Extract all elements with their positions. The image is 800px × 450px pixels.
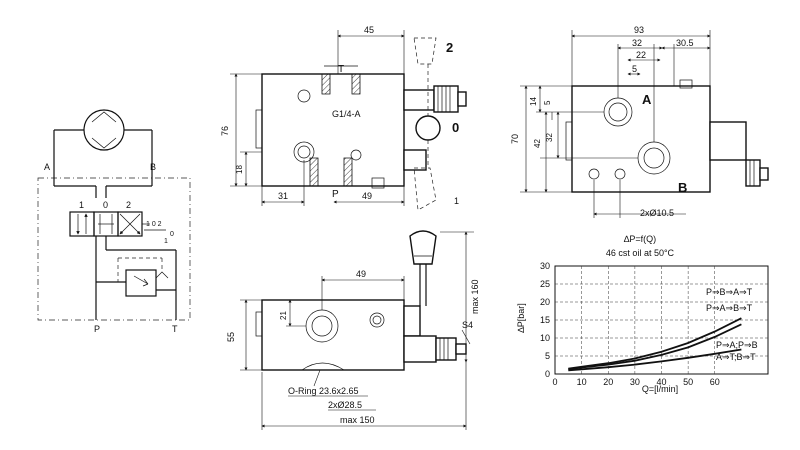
side-dim-5v: 5	[543, 100, 552, 105]
chart-xtick-label: 60	[710, 377, 720, 387]
front-dim-31: 31	[278, 191, 288, 201]
front-lever-2-label: 2	[446, 40, 453, 55]
chart-ytick-label: 15	[540, 315, 550, 325]
chart-annotation-1: P⇒B⇒A⇒T	[706, 287, 753, 297]
relief-valve-symbol	[125, 269, 157, 297]
side-dim-14: 14	[529, 97, 538, 106]
side-dim-70: 70	[510, 134, 520, 144]
top-lever-knob	[409, 230, 437, 265]
schem-port-A: A	[44, 162, 50, 172]
top-dim-max160: max 160	[470, 279, 480, 314]
schem-lever-label-0: 0	[170, 231, 174, 238]
chart-xtick-label: 50	[683, 377, 693, 387]
chart-annotation-3: P⇒A;P⇒B	[716, 340, 758, 350]
valve-position-1-box	[69, 211, 95, 237]
pressure-drop-chart: ∆P=f(Q) 46 cst oil at 50°C ∆P[bar] Q=[l/…	[516, 234, 769, 394]
front-lever-1-label: 1	[454, 196, 459, 206]
side-dim-42: 42	[533, 139, 542, 148]
side-port-B-label: B	[678, 180, 687, 195]
side-dim-93: 93	[634, 25, 644, 35]
side-hole-label: 2xØ10.5	[640, 208, 674, 218]
top-dim-21: 21	[279, 311, 288, 320]
front-port-P-label: P	[332, 189, 339, 200]
chart-xtick-label: 10	[577, 377, 587, 387]
side-dim-30-5: 30.5	[676, 38, 694, 48]
schem-port-P: P	[94, 324, 100, 334]
schem-pos-2: 2	[126, 200, 131, 210]
side-port-A-label: A	[642, 92, 652, 107]
schem-port-B: B	[150, 162, 156, 172]
chart-series-line-2	[568, 323, 742, 371]
side-view: A B 93 32 30.5 22 5 70 14 5 42	[510, 25, 769, 218]
chart-series-line-3	[568, 348, 742, 372]
chart-title: ∆P=f(Q)	[624, 234, 656, 244]
top-hole-label: 2xØ28.5	[328, 400, 362, 410]
top-dim-49: 49	[356, 269, 366, 279]
chart-xtick-label: 20	[603, 377, 613, 387]
front-dim-49: 49	[362, 191, 372, 201]
chart-ytick-label: 25	[540, 279, 550, 289]
chart-xlabel: Q=[l/min]	[642, 384, 678, 394]
hydraulic-motor-symbol	[83, 109, 125, 151]
schem-pos-1: 1	[79, 200, 84, 210]
chart-subtitle: 46 cst oil at 50°C	[606, 248, 675, 258]
chart-series-group	[568, 317, 742, 372]
chart-xtick-label: 0	[552, 377, 557, 387]
chart-annotation-4: A⇒T;B⇒T	[716, 352, 756, 362]
top-dim-max150: max 150	[340, 415, 375, 425]
schem-port-T: T	[172, 324, 178, 334]
front-port-T-label: T	[338, 64, 344, 75]
chart-ytick-label: 5	[545, 351, 550, 361]
chart-xtick-label: 40	[656, 377, 666, 387]
chart-ytick-label: 20	[540, 297, 550, 307]
side-dim-32: 32	[632, 38, 642, 48]
chart-annotation-2: P⇒A⇒B⇒T	[706, 303, 753, 313]
chart-ytick-label: 30	[540, 261, 550, 271]
side-dim-5h: 5	[632, 64, 637, 74]
chart-ylabel: ∆P[bar]	[516, 303, 526, 333]
front-dim-18: 18	[235, 165, 244, 174]
schem-lever-label: 1 0 2	[146, 221, 162, 228]
front-lever-0-label: 0	[452, 120, 459, 135]
side-dim-22: 22	[636, 50, 646, 60]
front-dim-76: 76	[220, 126, 230, 136]
front-dim-45: 45	[364, 25, 374, 35]
side-dim-32v: 32	[545, 133, 554, 142]
front-thread-label: G1/4-A	[332, 109, 361, 119]
top-dim-55: 55	[226, 332, 236, 342]
schem-lever-label-1: 1	[164, 238, 168, 245]
top-dim-s4: S4	[462, 320, 473, 330]
top-oring-label: O-Ring 23.6x2.65	[288, 386, 359, 396]
chart-xtick-label: 30	[630, 377, 640, 387]
chart-ticks: 0 5 10 15 20 25 30 0 10 20 30 40 50 60	[540, 261, 720, 387]
top-view: 49 55 21 max 160 S4 O-Ring 23.6x2.65 2xØ…	[226, 230, 480, 430]
schem-pos-0: 0	[103, 200, 108, 210]
front-view: T P G1/4-A 2 0 1 45	[220, 25, 467, 211]
hydraulic-schematic: A B 1 0 2 1 0 2 0 1	[37, 109, 191, 334]
chart-ytick-label: 0	[545, 369, 550, 379]
chart-grid	[554, 265, 769, 375]
chart-ytick-label: 10	[540, 333, 550, 343]
